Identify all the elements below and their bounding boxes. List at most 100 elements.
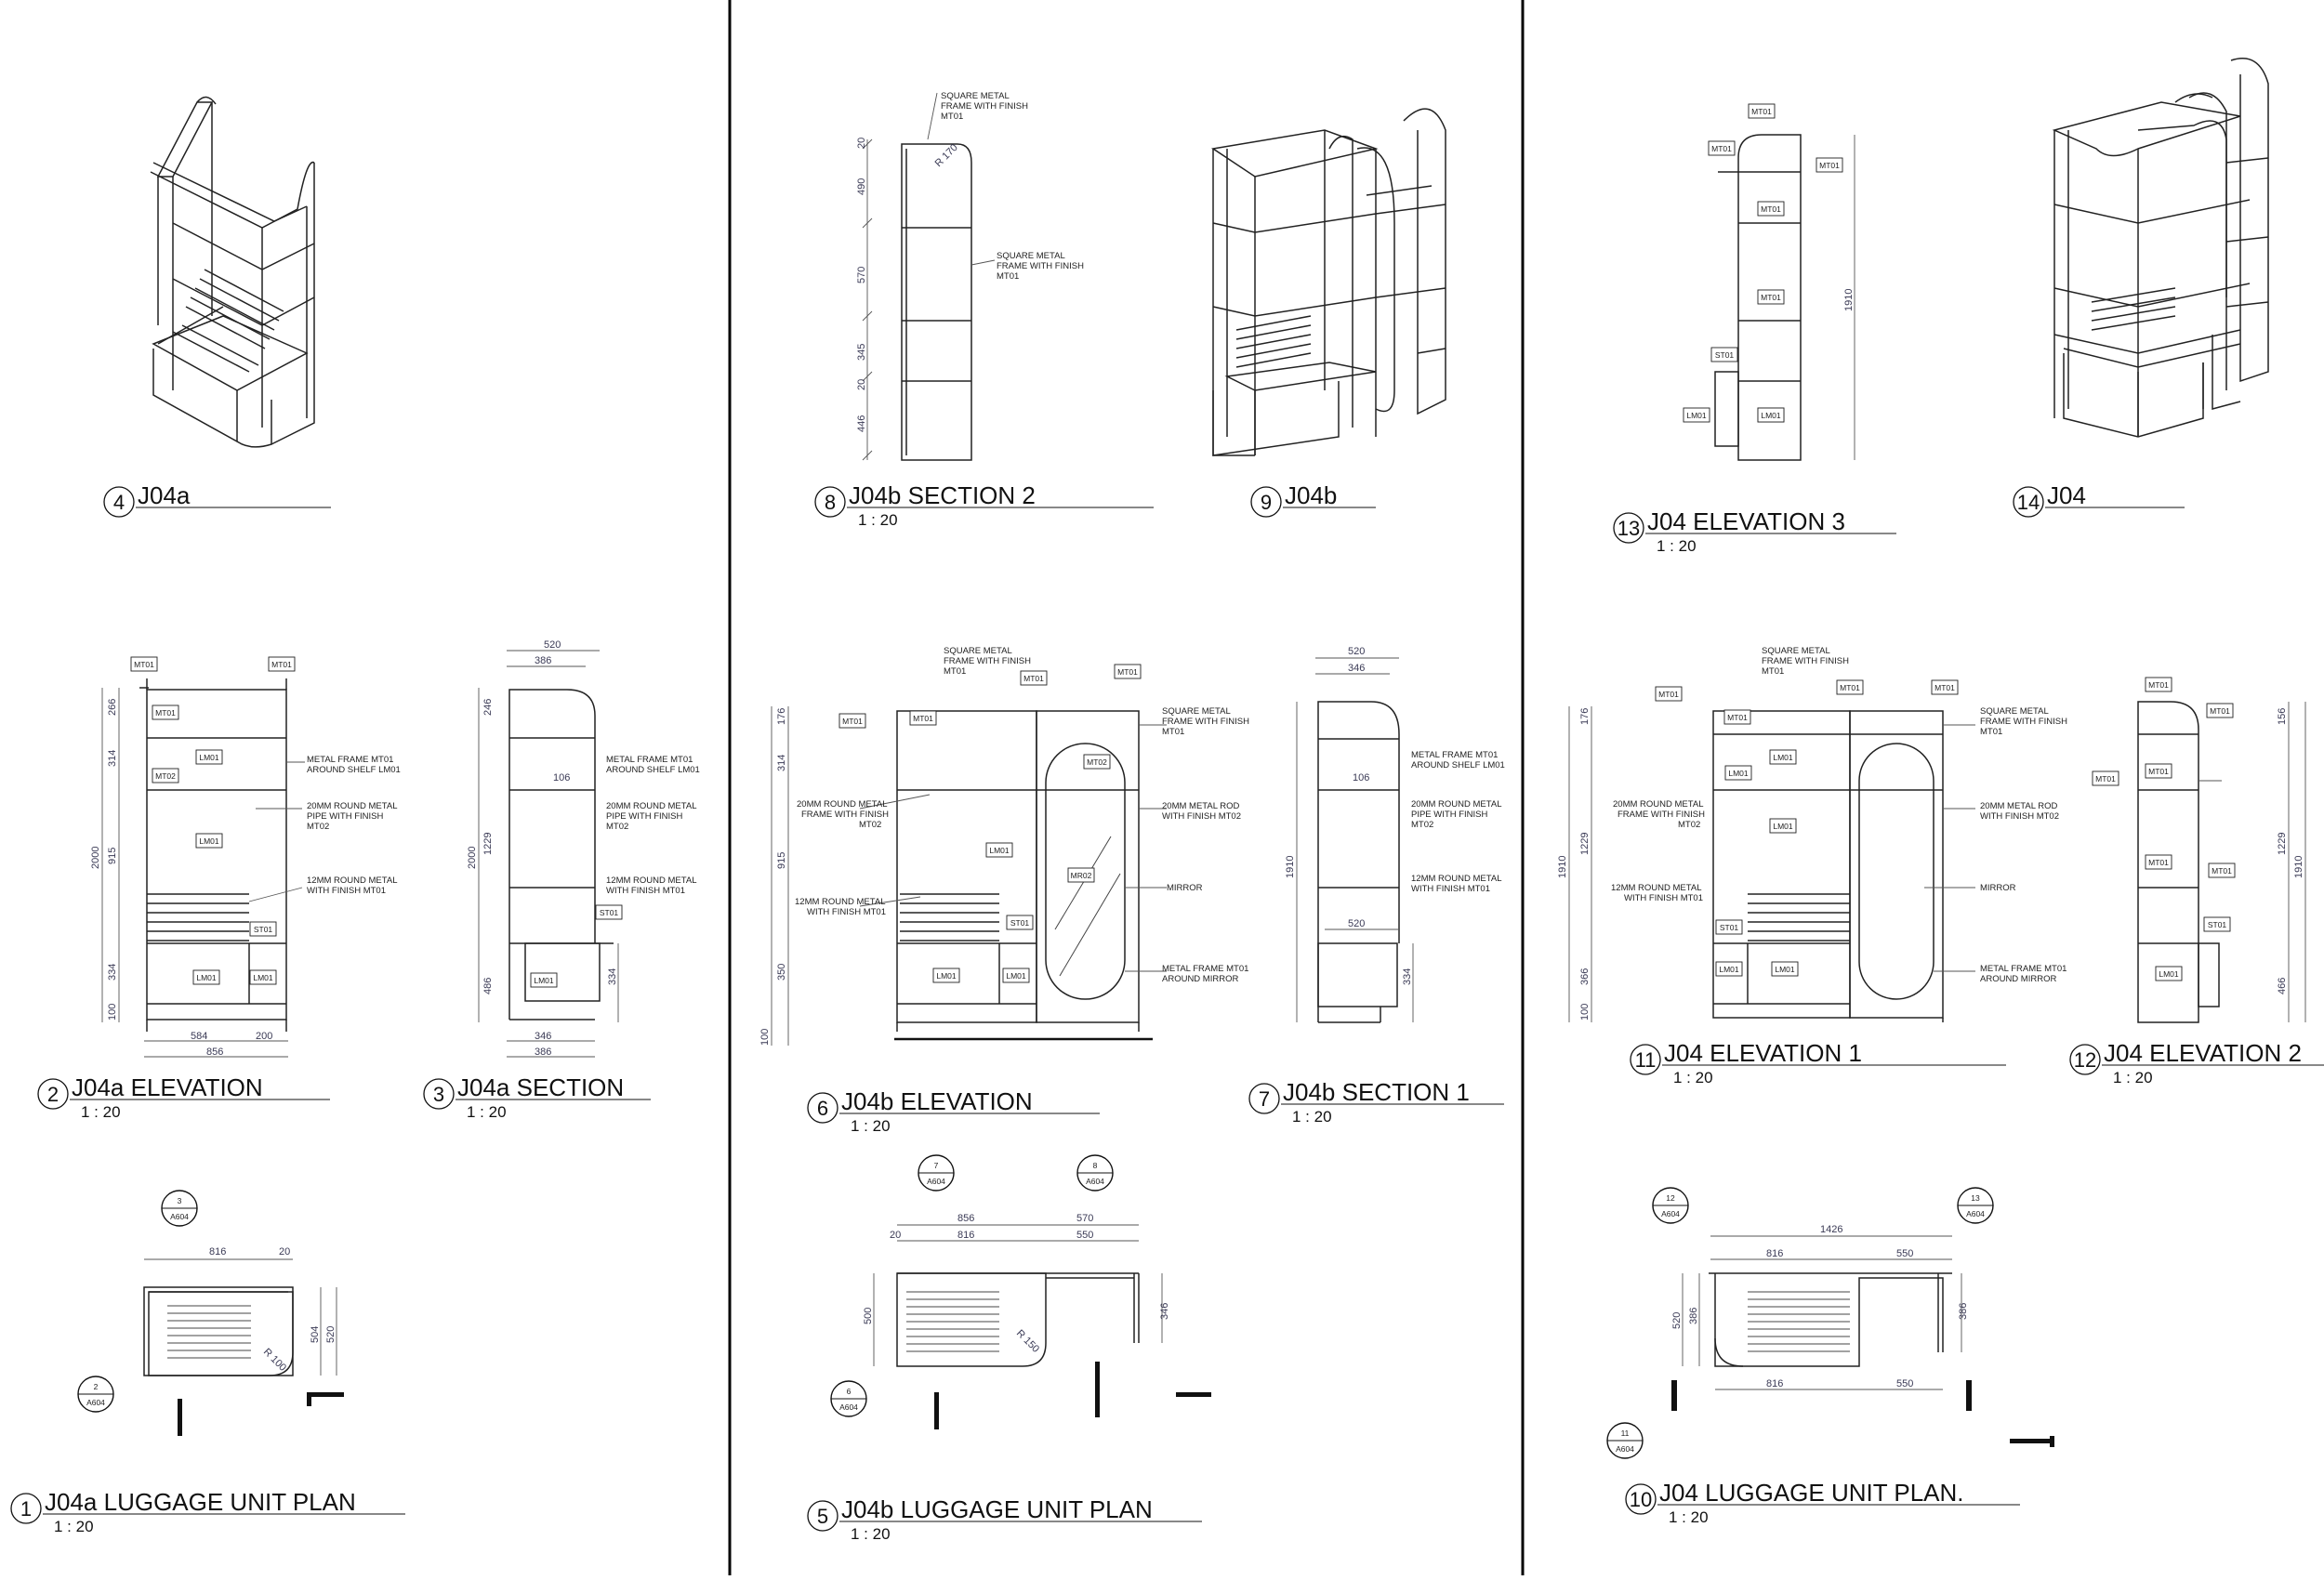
note-frame-mirror-l1: METAL FRAME MT01 bbox=[1162, 964, 1248, 974]
dim-text: 2000 bbox=[467, 847, 478, 869]
dim-text: R 150 bbox=[1014, 1328, 1041, 1355]
dim-text: 915 bbox=[107, 848, 118, 864]
marker-sheet: A604 bbox=[1661, 1209, 1680, 1218]
marker-sheet: A604 bbox=[170, 1212, 189, 1221]
dim-text: 550 bbox=[1896, 1378, 1913, 1389]
dim-text: 856 bbox=[957, 1213, 974, 1224]
dim-text: 520 bbox=[544, 639, 561, 651]
tag-text: MT01 bbox=[2148, 767, 2169, 776]
note-pipe-l2: PIPE WITH FINISH bbox=[1411, 810, 1487, 820]
note-frame20-l3: MT02 bbox=[859, 820, 881, 830]
note-rod-l1: 20MM METAL ROD bbox=[1980, 801, 2058, 811]
dim-text: 490 bbox=[856, 178, 867, 195]
tag-text: MT01 bbox=[2210, 706, 2230, 716]
note-pipe-l3: MT02 bbox=[307, 822, 329, 832]
tag-text: LM01 bbox=[1686, 411, 1707, 420]
tag-text: LM01 bbox=[199, 836, 219, 846]
view-number-circle bbox=[103, 486, 135, 518]
tag-text: LM01 bbox=[1761, 411, 1781, 420]
note-square-frame-l1: SQUARE METAL bbox=[1162, 706, 1231, 717]
material-tag-lm01: LM01 bbox=[1002, 968, 1030, 983]
material-tag-mt01: MT01 bbox=[2206, 703, 2234, 718]
iso-j04a bbox=[150, 96, 315, 448]
iso-j04 bbox=[2052, 58, 2269, 438]
dim-text: 266 bbox=[107, 699, 118, 716]
note-frame-mirror-l2: AROUND MIRROR bbox=[1980, 974, 2056, 984]
note-square-frame-l2: FRAME WITH FINISH bbox=[1762, 656, 1849, 666]
tag-text: MT01 bbox=[155, 708, 176, 718]
note-round12-l1: 12MM ROUND METAL bbox=[1411, 874, 1501, 884]
marker-number: 3 bbox=[178, 1196, 182, 1205]
note-round12-l1: 12MM ROUND METAL bbox=[307, 876, 397, 886]
material-tag-lm01: LM01 bbox=[1769, 749, 1797, 765]
dim-text: 466 bbox=[2277, 978, 2288, 994]
view-scale: 1 : 20 bbox=[1292, 1108, 1332, 1126]
dim-text: 1910 bbox=[1285, 856, 1296, 878]
material-tag-mt01: MT01 bbox=[2145, 763, 2172, 779]
view-scale: 1 : 20 bbox=[858, 511, 898, 529]
view-title: J04a SECTION bbox=[457, 1073, 624, 1101]
tag-text: ST01 bbox=[1720, 923, 1739, 932]
material-tag-mt01: MT01 bbox=[268, 656, 296, 672]
view-number-circle bbox=[2013, 486, 2044, 518]
view-title: J04b ELEVATION bbox=[841, 1087, 1033, 1115]
material-tag-mt01: MT01 bbox=[909, 710, 937, 726]
tag-text: LM01 bbox=[2159, 969, 2179, 979]
marker-sheet: A604 bbox=[1966, 1209, 1985, 1218]
note-square-frame-line3: MT01 bbox=[941, 112, 963, 122]
view-scale: 1 : 20 bbox=[467, 1103, 507, 1121]
tag-text: LM01 bbox=[199, 753, 219, 762]
dim-text: 106 bbox=[553, 772, 570, 783]
tag-text: MT01 bbox=[1658, 690, 1679, 699]
dim-text: 1229 bbox=[1579, 833, 1591, 855]
marker-sheet: A604 bbox=[86, 1398, 105, 1407]
material-tag-mt01: MT01 bbox=[1748, 103, 1776, 119]
material-tag-mt01: MT01 bbox=[2145, 854, 2172, 870]
tag-text: ST01 bbox=[1715, 350, 1735, 360]
tag-text: ST01 bbox=[254, 925, 273, 934]
view-7-drawing: 520 346 1910 520 106 334 METAL FRAME MT0… bbox=[1285, 646, 1505, 1023]
tag-text: LM01 bbox=[1006, 971, 1026, 981]
tag-text: MT02 bbox=[1087, 757, 1107, 767]
view-1-drawing: 816 20 504 520 R 100 bbox=[143, 1246, 344, 1436]
view-8-drawing: 20 490 570 345 20 446 R 170 SQUARE METAL… bbox=[856, 91, 1084, 461]
dim-text: 100 bbox=[107, 1004, 118, 1020]
dim-text: 520 bbox=[325, 1326, 337, 1343]
note-round12b-l1: 12MM ROUND METAL bbox=[1611, 883, 1701, 893]
note-mirror: MIRROR bbox=[1167, 883, 1203, 893]
note-square-frame-l3: MT01 bbox=[1762, 666, 1784, 677]
dim-text: 570 bbox=[856, 267, 867, 283]
note-square-frame-l3: MT01 bbox=[1980, 727, 2002, 737]
view-title: J04 ELEVATION 1 bbox=[1664, 1039, 1862, 1067]
view-scale: 1 : 20 bbox=[1673, 1069, 1713, 1086]
dim-text: 20 bbox=[856, 379, 867, 390]
view-title: J04b SECTION 1 bbox=[1283, 1078, 1470, 1106]
note-square-frame-l1: SQUARE METAL bbox=[1980, 706, 2049, 717]
view-number: 3 bbox=[433, 1083, 444, 1106]
note-frame-shelf-l1: METAL FRAME MT01 bbox=[307, 755, 393, 765]
tag-text: LM01 bbox=[1775, 965, 1795, 974]
dim-text: 100 bbox=[759, 1029, 771, 1046]
material-tag-mt01: MT01 bbox=[1655, 686, 1683, 702]
view-number: 5 bbox=[817, 1505, 828, 1528]
view-title: J04 LUGGAGE UNIT PLAN. bbox=[1659, 1479, 1964, 1507]
dim-text: 176 bbox=[776, 708, 787, 725]
note-frame-shelf-l2: AROUND SHELF LM01 bbox=[1411, 760, 1505, 770]
tag-text: MT01 bbox=[1711, 144, 1732, 153]
note-square-frame-l1: SQUARE METAL bbox=[1762, 646, 1830, 656]
material-tag-lm01: LM01 bbox=[2155, 966, 2183, 981]
dim-text: 346 bbox=[535, 1031, 551, 1042]
material-tag-mt01: MT01 bbox=[1020, 670, 1048, 686]
note-square-frame-l2: FRAME WITH FINISH bbox=[944, 656, 1031, 666]
material-tag-mt01: MT01 bbox=[2208, 862, 2236, 878]
